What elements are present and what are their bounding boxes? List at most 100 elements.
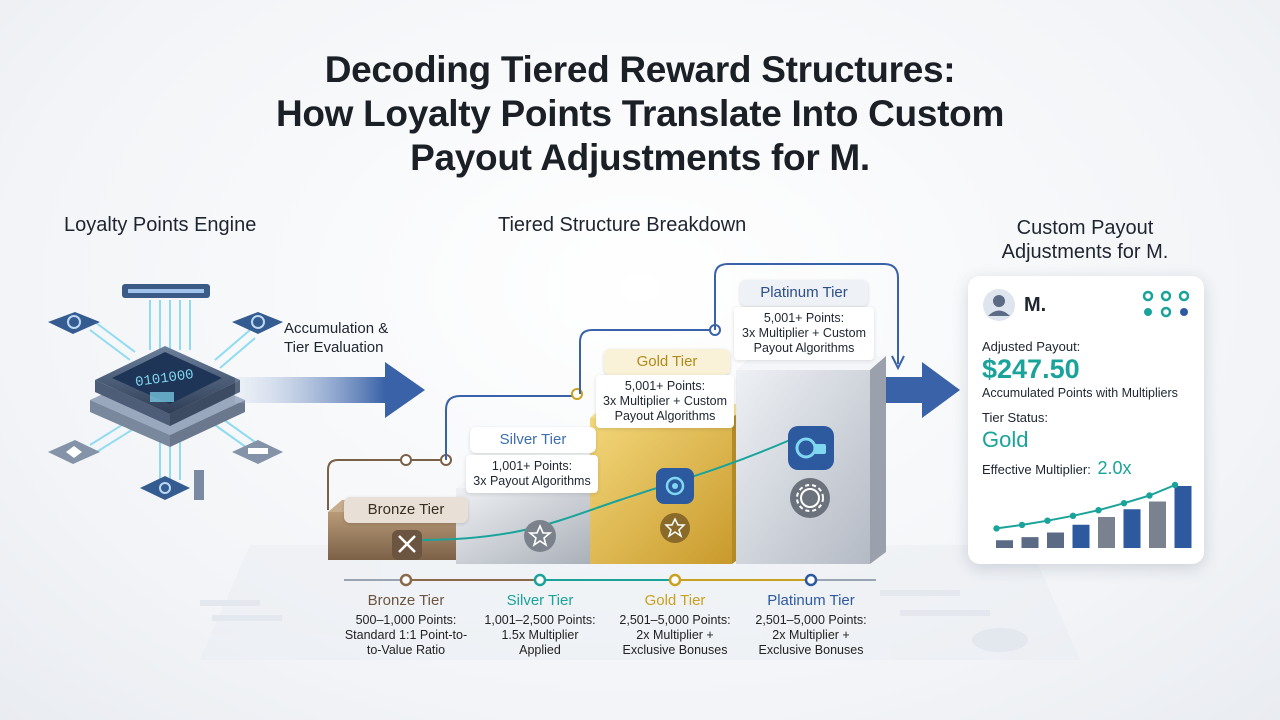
- gold-desc-line-3: Exclusive Bonuses: [622, 643, 728, 657]
- timeline-silver-name: Silver Tier: [506, 592, 574, 609]
- platinum-note-line-3: Payout Algorithms: [753, 341, 855, 355]
- chart-trend-point: [1146, 492, 1153, 499]
- bronze-desc-line-2: Standard 1:1 Point-to-: [344, 628, 468, 642]
- tier-connectors: [327, 263, 905, 510]
- engine-label-line-2: Tier Evaluation: [284, 339, 384, 356]
- timeline-gold-name: Gold Tier: [644, 592, 706, 609]
- bronze-desc-line-3: to-Value Ratio: [366, 643, 446, 657]
- gold-note-line-1: 5,001+ Points:: [624, 379, 706, 393]
- chart-trend-point: [1095, 507, 1102, 514]
- adjusted-payout-value: $247.50: [982, 354, 1080, 384]
- silver-desc-line-1: 1,001–2,500 Points:: [484, 613, 596, 627]
- timeline-dot-silver: [533, 573, 547, 587]
- chart-bar: [996, 540, 1013, 548]
- silver-note-line-2: 3x Payout Algorithms: [473, 474, 591, 488]
- chart-bar: [1123, 509, 1141, 548]
- payout-mini-chart: [993, 481, 1192, 548]
- chart-trend-point: [1018, 521, 1026, 529]
- adjusted-payout-sub: Accumulated Points with Multipliers: [982, 386, 1178, 400]
- device-icon-bottom: [140, 470, 204, 500]
- payout-card: M. Adjusted Payout: $247.50 Accumulated …: [968, 276, 1204, 564]
- payout-heading-line-2: Adjustments for M.: [1001, 241, 1169, 263]
- platinum-desc-line-3: Exclusive Bonuses: [758, 643, 864, 657]
- platinum-note-line-1: 5,001+ Points:: [763, 311, 845, 325]
- device-icon-top-right: [232, 312, 283, 334]
- bronze-tier-pill: Bronze Tier: [344, 497, 468, 523]
- title-line-2: How Loyalty Points Translate Into Custom: [275, 93, 1005, 134]
- platinum-desc-line-1: 2,501–5,000 Points:: [755, 613, 867, 627]
- gold-star-icon: [660, 513, 690, 543]
- processor-chip: 0101000: [90, 346, 245, 447]
- bronze-desc-line-1: 500–1,000 Points:: [355, 613, 457, 627]
- chart-trend-point: [1044, 517, 1051, 524]
- gold-gear-icon: [656, 468, 694, 504]
- silver-tier-note: 1,001+ Points: 3x Payout Algorithms: [466, 455, 598, 493]
- platinum-desc-line-2: 2x Multiplier +: [772, 628, 850, 642]
- chart-trend-line: [996, 484, 1176, 530]
- chart-trend-point: [1171, 481, 1179, 489]
- gold-tier-pill: Gold Tier: [604, 349, 730, 375]
- platinum-gear-chat-icon: [788, 426, 834, 470]
- chart-trend-point: [1120, 500, 1128, 507]
- chart-bar: [1072, 524, 1090, 548]
- user-name: M.: [1024, 294, 1047, 316]
- engine-label: Accumulation & Tier Evaluation: [284, 319, 388, 357]
- breakdown-heading: Tiered Structure Breakdown: [498, 214, 747, 236]
- title-line-3: Payout Adjustments for M.: [410, 137, 870, 178]
- gold-tier-note: 5,001+ Points: 3x Multiplier + Custom Pa…: [596, 375, 734, 428]
- gold-desc-line-2: 2x Multiplier +: [636, 628, 714, 642]
- silver-tier-pill: Silver Tier: [470, 427, 596, 453]
- page-title: Decoding Tiered Reward Structures: How L…: [0, 48, 1280, 180]
- engine-flow-arrow: [235, 362, 425, 418]
- chart-bar: [1149, 501, 1166, 548]
- chart-bar: [1098, 517, 1115, 548]
- device-icon-bottom-left: [48, 440, 100, 464]
- payout-heading: Custom Payout Adjustments for M.: [970, 216, 1200, 264]
- gold-note-line-2: 3x Multiplier + Custom: [603, 394, 727, 408]
- chart-trend-point: [993, 525, 1000, 532]
- multiplier-label-text: Effective Multiplier:: [982, 462, 1091, 477]
- progress-curve: [419, 439, 791, 541]
- server-bar: [122, 284, 210, 298]
- payout-heading-line-1: Custom Payout: [1016, 217, 1154, 239]
- silver-desc-line-3: Applied: [519, 643, 561, 657]
- multiplier-label: Effective Multiplier: 2.0x: [982, 458, 1132, 479]
- bronze-tools-icon: [392, 530, 422, 560]
- chart-bar: [1021, 537, 1039, 548]
- timeline-bronze-name: Bronze Tier: [367, 592, 445, 609]
- avatar-icon: [983, 289, 1015, 321]
- timeline-dot-bronze: [399, 573, 413, 587]
- engine-heading: Loyalty Points Engine: [64, 214, 257, 236]
- device-icon-top-left: [48, 312, 100, 334]
- tier-status-value: Gold: [982, 427, 1029, 452]
- silver-note-line-1: 1,001+ Points:: [491, 459, 573, 473]
- gold-note-line-3: Payout Algorithms: [614, 409, 716, 423]
- timeline-silver-desc: 1,001–2,500 Points: 1.5x Multiplier Appl…: [465, 613, 615, 658]
- timeline-dot-gold: [668, 573, 682, 587]
- timeline-dot-platinum: [804, 573, 818, 587]
- floor-grid: [200, 545, 1080, 660]
- tier-status-label: Tier Status:: [982, 410, 1048, 425]
- payout-flow-arrow: [875, 362, 960, 418]
- platinum-tier-pill: Platinum Tier: [740, 280, 868, 306]
- chart-bar: [1174, 486, 1192, 548]
- title-line-1: Decoding Tiered Reward Structures:: [324, 49, 956, 90]
- timeline-bronze-desc: 500–1,000 Points: Standard 1:1 Point-to-…: [331, 613, 481, 658]
- gold-desc-line-1: 2,501–5,000 Points:: [619, 613, 731, 627]
- platinum-note-line-2: 3x Multiplier + Custom: [742, 326, 866, 340]
- bottom-timeline: [344, 573, 876, 587]
- timeline-gold-desc: 2,501–5,000 Points: 2x Multiplier + Excl…: [600, 613, 750, 658]
- timeline-platinum-name: Platinum Tier: [767, 592, 855, 609]
- engine-label-line-1: Accumulation &: [284, 320, 389, 337]
- silver-star-icon: [524, 520, 556, 552]
- chart-bar: [1047, 532, 1064, 548]
- timeline-platinum-desc: 2,501–5,000 Points: 2x Multiplier + Excl…: [736, 613, 886, 658]
- chart-trend-point: [1069, 512, 1077, 519]
- adjusted-payout-label: Adjusted Payout:: [982, 339, 1081, 354]
- menu-dots-icon[interactable]: [1142, 290, 1194, 320]
- multiplier-value: 2.0x: [1097, 458, 1132, 478]
- platinum-tier-note: 5,001+ Points: 3x Multiplier + Custom Pa…: [734, 307, 874, 360]
- platinum-gear-icon: [790, 478, 830, 518]
- silver-desc-line-2: 1.5x Multiplier: [501, 628, 579, 642]
